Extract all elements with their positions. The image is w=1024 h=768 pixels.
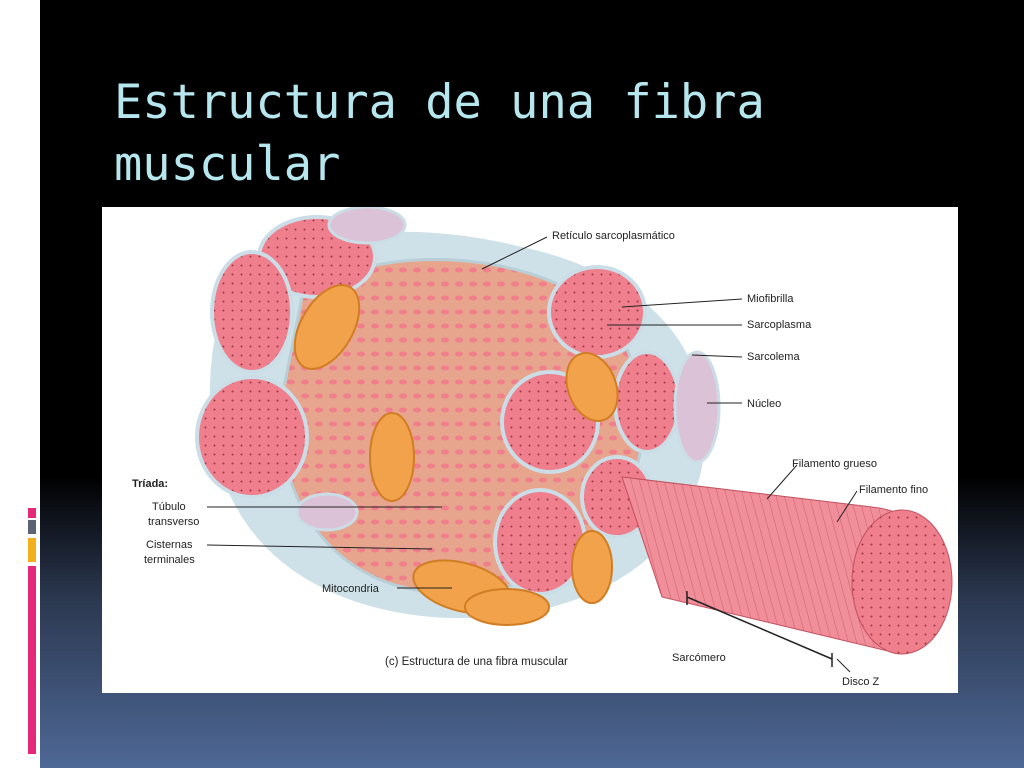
nucleus <box>673 350 721 464</box>
mitochondrion <box>464 588 550 626</box>
mitochondrion <box>571 530 613 604</box>
accent-bar-yellow <box>28 538 36 562</box>
label-filamento-fino: Filamento fino <box>859 484 928 496</box>
label-sarcoplasma: Sarcoplasma <box>747 319 812 331</box>
nucleus <box>327 207 407 245</box>
label-disco-z: Disco Z <box>842 676 880 688</box>
leader-lines <box>206 236 858 673</box>
label-triada: Tríada: <box>132 478 168 490</box>
mitochondria <box>293 284 619 626</box>
myofibril <box>493 488 587 596</box>
myofibril <box>547 265 647 359</box>
label-cisternas-1: Cisternas <box>146 539 193 551</box>
extended-myofibril <box>621 476 953 667</box>
accent-bar-magenta <box>28 566 36 754</box>
mitochondrion <box>293 284 361 370</box>
label-mitocondria: Mitocondria <box>322 583 380 595</box>
myofibril <box>210 250 294 374</box>
label-cisternas-2: terminales <box>144 554 195 566</box>
label-miofibrilla: Miofibrilla <box>747 293 794 305</box>
left-accent-strip <box>0 0 40 768</box>
label-nucleo: Núcleo <box>747 398 781 410</box>
label-filamento-grueso: Filamento grueso <box>792 458 877 470</box>
label-reticulo-sarcoplasmatico: Retículo sarcoplasmático <box>552 230 675 242</box>
mitochondrion <box>369 412 415 502</box>
accent-bar-pink <box>28 508 36 518</box>
muscle-fiber-illustration: Retículo sarcoplasmático Miofibrilla Sar… <box>132 207 953 688</box>
label-tubulo-2: transverso <box>148 516 199 528</box>
myofibril <box>195 375 309 499</box>
nucleus <box>295 492 359 532</box>
mitochondrion <box>565 352 619 422</box>
figure-caption: (c) Estructura de una fibra muscular <box>385 656 568 668</box>
label-tubulo-1: Túbulo <box>152 501 186 513</box>
label-sarcolema: Sarcolema <box>747 351 800 363</box>
label-sarcomero: Sarcómero <box>672 652 726 664</box>
slide-title: Estructura de una fibra muscular <box>114 75 765 192</box>
nuclei <box>295 207 721 532</box>
muscle-fiber-figure: Retículo sarcoplasmático Miofibrilla Sar… <box>102 207 958 693</box>
myofibril <box>613 350 681 454</box>
accent-bar-gray <box>28 520 36 534</box>
